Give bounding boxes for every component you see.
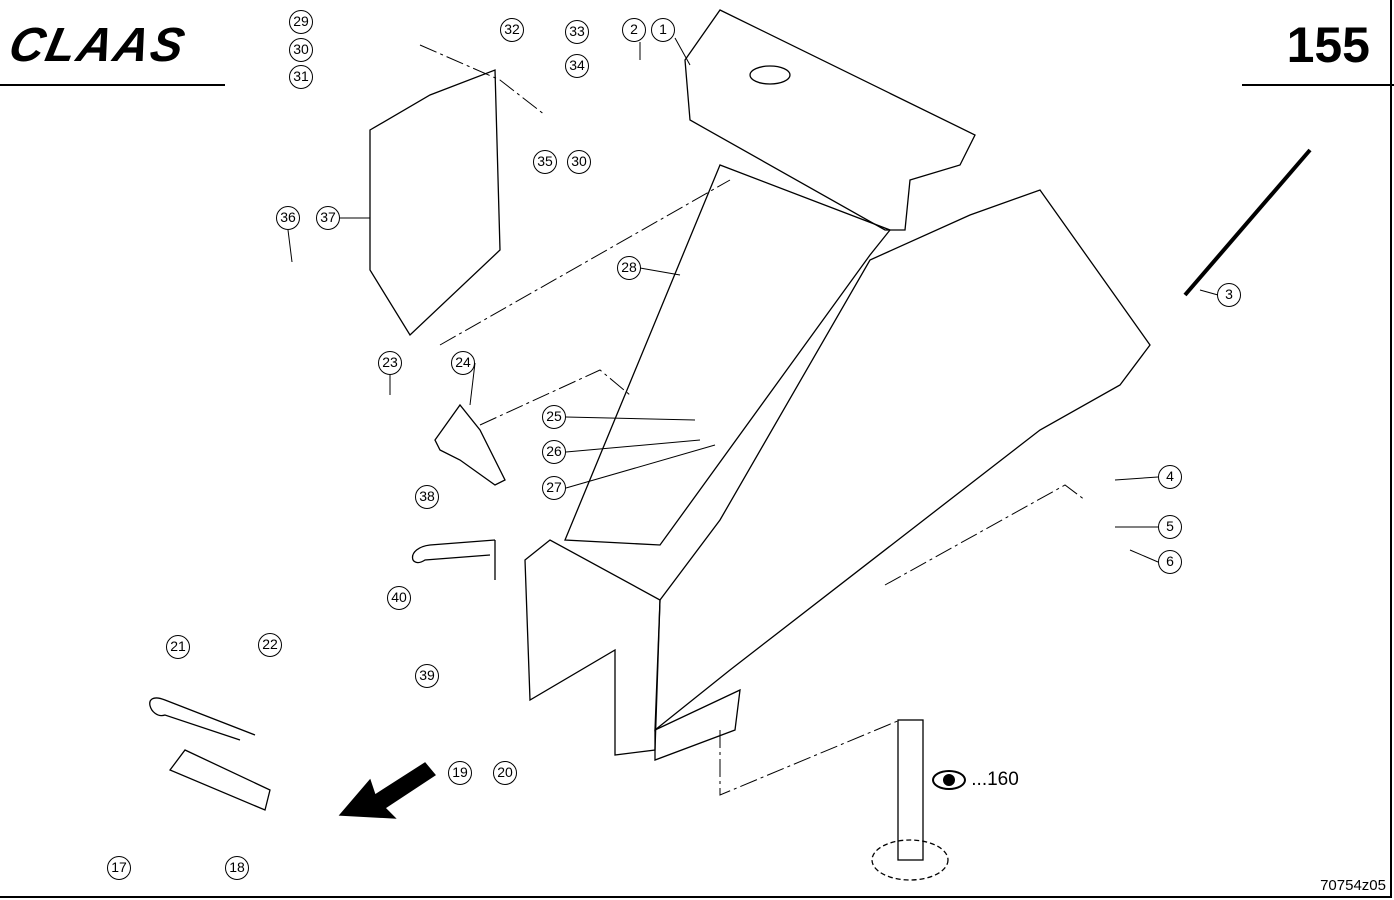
assembly-line: [479, 369, 631, 426]
part-callout-30[interactable]: 30: [567, 150, 591, 174]
part-callout-4[interactable]: 4: [1158, 465, 1182, 489]
travel-direction-arrow: [338, 762, 436, 819]
part-callout-39[interactable]: 39: [415, 664, 439, 688]
base-block-part: [524, 539, 661, 756]
long-bolt-part: [1183, 148, 1312, 297]
part-callout-32[interactable]: 32: [500, 18, 524, 42]
part-callout-21[interactable]: 21: [166, 635, 190, 659]
part-callout-36[interactable]: 36: [276, 206, 300, 230]
part-callout-17[interactable]: 17: [107, 856, 131, 880]
bracket-24-part: [434, 403, 506, 486]
assembly-line: [419, 44, 546, 116]
part-callout-24[interactable]: 24: [451, 351, 475, 375]
part-callout-31[interactable]: 31: [289, 65, 313, 89]
part-callout-23[interactable]: 23: [378, 351, 402, 375]
part-callout-29[interactable]: 29: [289, 10, 313, 34]
part-callout-22[interactable]: 22: [258, 633, 282, 657]
part-callout-25[interactable]: 25: [542, 405, 566, 429]
part-callout-27[interactable]: 27: [542, 476, 566, 500]
drawing-number: 70754z05: [1320, 877, 1386, 894]
holder-18-part: [168, 749, 271, 811]
jack-foot: [871, 839, 949, 881]
main-frame-part: [654, 189, 1151, 732]
part-callout-38[interactable]: 38: [415, 485, 439, 509]
part-callout-26[interactable]: 26: [542, 440, 566, 464]
cross-reference-text: ...160: [971, 769, 1019, 790]
part-callout-35[interactable]: 35: [533, 150, 557, 174]
claas-logo: CLAAS: [4, 19, 191, 72]
spring-pin-21: [149, 697, 256, 741]
part-callout-18[interactable]: 18: [225, 856, 249, 880]
assembly-line: [884, 484, 1086, 586]
part-callout-20[interactable]: 20: [493, 761, 517, 785]
plate-hole: [749, 65, 791, 85]
eye-icon: [932, 769, 966, 790]
part-callout-34[interactable]: 34: [565, 54, 589, 78]
cross-reference[interactable]: ...160: [932, 769, 1024, 791]
assembly-line: [439, 179, 731, 346]
part-callout-1[interactable]: 1: [651, 18, 675, 42]
part-callout-30[interactable]: 30: [289, 38, 313, 62]
main-beam-part: [564, 164, 892, 546]
page-number: 155: [1286, 17, 1370, 73]
part-callout-37[interactable]: 37: [316, 206, 340, 230]
side-panel-part: [369, 69, 501, 337]
jack-stand-part: [897, 719, 924, 861]
part-callout-40[interactable]: 40: [387, 586, 411, 610]
part-callout-3[interactable]: 3: [1217, 283, 1241, 307]
lower-bracket-part: [654, 688, 741, 761]
part-callout-33[interactable]: 33: [565, 20, 589, 44]
part-callout-6[interactable]: 6: [1158, 550, 1182, 574]
spring-pin-38: [412, 539, 496, 580]
part-callout-5[interactable]: 5: [1158, 515, 1182, 539]
part-callout-2[interactable]: 2: [622, 18, 646, 42]
top-plate-part: [684, 9, 976, 231]
assembly-line: [719, 719, 901, 796]
part-callout-19[interactable]: 19: [448, 761, 472, 785]
part-callout-28[interactable]: 28: [617, 256, 641, 280]
